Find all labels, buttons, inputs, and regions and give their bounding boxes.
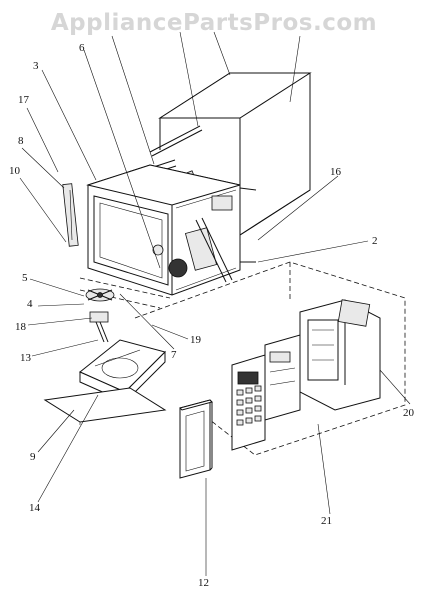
callout-8: 8 (18, 135, 24, 147)
callout-5: 5 (22, 272, 28, 284)
callout-21: 21 (321, 515, 332, 527)
callout-7: 7 (171, 349, 177, 361)
stirrer-assembly (85, 288, 115, 343)
callout-2: 2 (372, 235, 378, 247)
control-assembly-outline (134, 261, 406, 456)
circuit-board (264, 334, 301, 421)
callout-12: 12 (198, 577, 209, 589)
callout-14: 14 (29, 502, 41, 514)
callout-19: 19 (190, 334, 202, 346)
callout-6: 6 (79, 42, 85, 54)
outer-cabinet (158, 72, 312, 236)
callout-4: 4 (27, 298, 33, 310)
callout-16: 16 (330, 166, 342, 178)
callout-10: 10 (9, 165, 21, 177)
callout-9: 9 (30, 451, 36, 463)
front-flange (62, 183, 79, 247)
callout-labels: 3 6 17 8 10 16 2 5 4 18 13 7 19 20 9 21 … (9, 42, 415, 589)
callout-3: 3 (33, 60, 39, 72)
watermark: AppliancePartsPros.com (50, 10, 378, 36)
callout-20: 20 (403, 407, 415, 419)
callout-13: 13 (20, 352, 32, 364)
base-cover (43, 387, 167, 425)
base-plate (79, 277, 171, 309)
control-bracket (299, 299, 381, 411)
door-panel (179, 399, 213, 479)
callout-17: 17 (18, 94, 30, 106)
callout-18: 18 (15, 321, 27, 333)
leader-lines (19, 31, 411, 576)
keypad-keys (236, 385, 262, 426)
oven-cavity (86, 164, 257, 296)
touch-panel (231, 354, 266, 451)
